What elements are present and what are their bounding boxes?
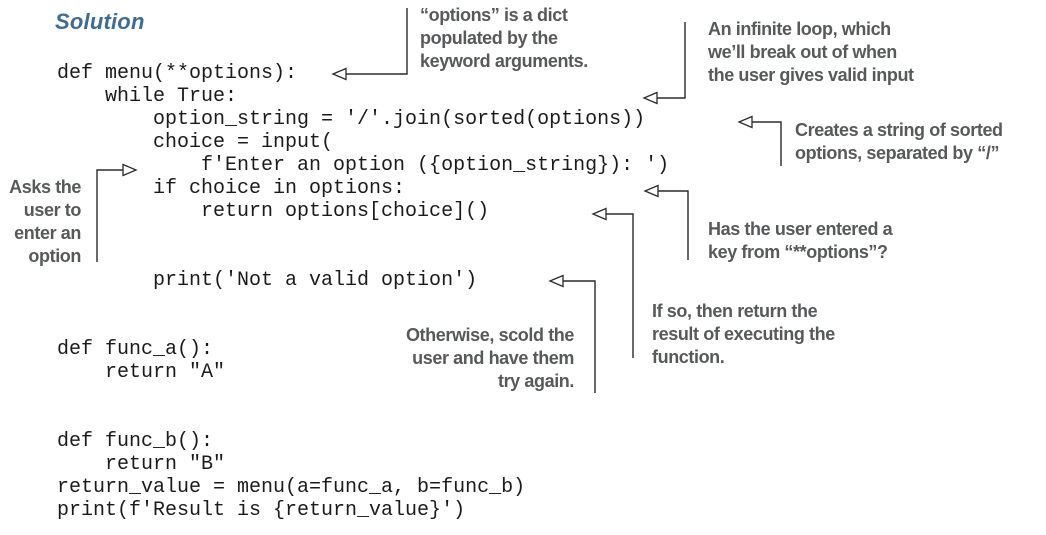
annotation-asks-user: Asks the user to enter an option — [9, 177, 81, 266]
arrow-creates-string — [737, 115, 782, 166]
annotation-infinite-loop: An infinite loop, which we’ll break out … — [708, 19, 914, 85]
annotation-otherwise-scold: Otherwise, scold the user and have them … — [405, 325, 574, 391]
arrow-creates-string-line — [751, 121, 782, 166]
annotation-if-so-return: If so, then return the result of executi… — [652, 301, 835, 367]
arrow-creates-string-head-icon — [737, 115, 753, 129]
annotation-key-from-options: Has the user entered a key from “**optio… — [708, 219, 893, 262]
annotation-options-dict: “options” is a dict populated by the key… — [420, 5, 588, 71]
solution-heading: Solution — [55, 9, 145, 34]
python-code-listing: def menu(**options): while True: option_… — [57, 62, 670, 522]
annotation-creates-string: Creates a string of sorted options, sepa… — [795, 120, 1003, 163]
